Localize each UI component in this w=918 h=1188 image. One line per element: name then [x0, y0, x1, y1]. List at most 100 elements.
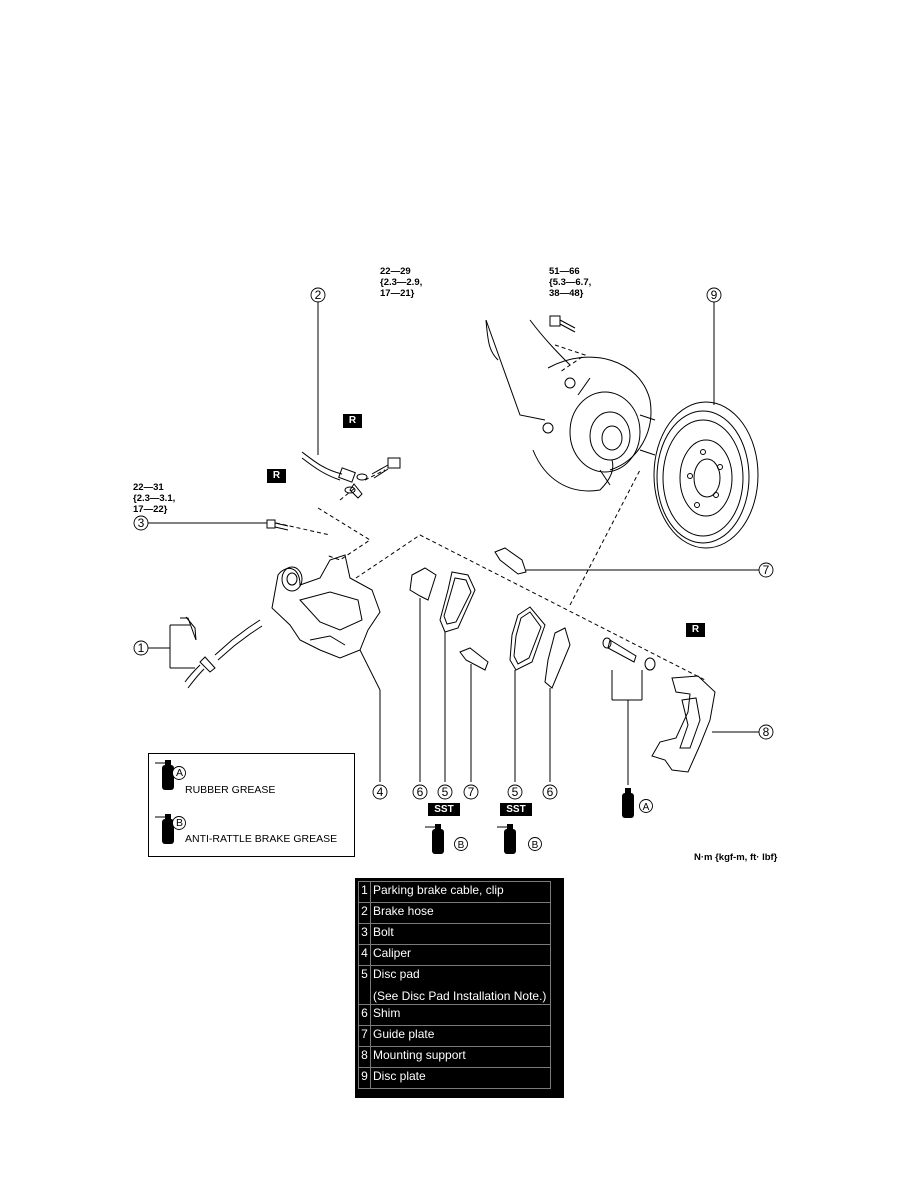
disc-pad-right [509, 606, 546, 782]
callout-4-number: 4 [377, 785, 384, 799]
sst-badge: SST [428, 803, 460, 816]
part-name: Disc plate [373, 1069, 426, 1083]
callout-7-center-number: 7 [468, 785, 475, 799]
callout-8-number: 8 [763, 725, 770, 739]
part-name-cell: Caliper [370, 944, 551, 966]
units-note: N·m {kgf-m, ft· lbf} [694, 852, 778, 863]
disc-pad-left [439, 571, 476, 782]
part-name: Parking brake cable, clip [373, 883, 504, 897]
part-name: Disc pad [373, 967, 420, 981]
callout-7-center-circle [463, 784, 479, 800]
part-number: 9 [358, 1067, 371, 1089]
part-name: Caliper [373, 946, 412, 960]
hub-bolt [549, 315, 576, 333]
callout-8-circle [758, 724, 774, 740]
shim-left [409, 567, 437, 782]
part-note: (See Disc Pad Installation Note.) [373, 989, 547, 1003]
part-number: 8 [358, 1046, 371, 1068]
brake-hose [301, 451, 368, 499]
replace-badge: R [267, 469, 286, 483]
callout-7-upper-circle [758, 562, 774, 578]
mounting-support [651, 675, 760, 773]
part-number: 4 [358, 944, 371, 966]
parking-brake-cable [148, 616, 263, 689]
callout-6-left-number: 6 [417, 785, 424, 799]
grease-can-icon [425, 824, 444, 854]
part-number: 7 [358, 1025, 371, 1047]
torque-spec-hub-bolt: 51—66 {5.3—6.7, 38—48} [549, 266, 592, 299]
replace-badge: R [686, 623, 705, 637]
guide-plate-center [459, 647, 489, 782]
callout-5-left-circle [437, 784, 453, 800]
part-name: Mounting support [373, 1048, 466, 1062]
caliper [271, 554, 381, 782]
legend-b-label: ANTI-RATTLE BRAKE GREASE [185, 833, 338, 845]
hose-bolt [371, 457, 401, 479]
callout-6-right-number: 6 [547, 785, 554, 799]
grease-b-letter: B [532, 840, 539, 851]
grease-can-icon [155, 814, 174, 844]
mounting-bolt [602, 637, 656, 785]
callout-1-number: 1 [138, 641, 145, 655]
grease-b-letter: B [458, 840, 465, 851]
callout-1-circle [133, 640, 149, 656]
callout-2-circle [310, 287, 326, 303]
replace-badge: R [343, 414, 362, 428]
part-name-cell: Disc pad (See Disc Pad Installation Note.… [370, 965, 551, 1005]
legend-a-label: RUBBER GREASE [185, 784, 276, 796]
callout-4-circle [372, 784, 388, 800]
callout-6-left-circle [412, 784, 428, 800]
knuckle-hub-assembly [485, 319, 656, 492]
callout-3-circle [133, 515, 149, 531]
part-name-cell: Parking brake cable, clip [370, 881, 551, 903]
callout-5-right-circle [507, 784, 523, 800]
disc-plate [653, 401, 759, 549]
torque-spec-hose-bolt: 22—29 {2.3—2.9, 17—21} [380, 266, 423, 299]
part-name-cell: Shim [370, 1004, 551, 1026]
callout-5-right-number: 5 [512, 785, 519, 799]
callout-5-left-number: 5 [442, 785, 449, 799]
part-number: 3 [358, 923, 371, 945]
grease-can-icon [622, 788, 634, 818]
shim-right [544, 627, 571, 782]
part-name: Brake hose [373, 904, 434, 918]
guide-plate-upper [494, 547, 760, 575]
grease-can-icon [155, 760, 174, 790]
grease-legend: A RUBBER GREASE B ANTI-RATTLE BRAKE GREA… [148, 753, 355, 857]
grease-can-icon [497, 824, 516, 854]
legend-a-letter: A [176, 767, 184, 779]
callout-3-number: 3 [138, 516, 145, 530]
part-number: 5 [358, 965, 371, 1005]
caliper-bolt [266, 519, 289, 531]
callout-9-circle [706, 287, 722, 303]
callout-2-number: 2 [315, 288, 322, 302]
part-name: Bolt [373, 925, 394, 939]
part-number: 1 [358, 881, 371, 903]
part-name-cell: Guide plate [370, 1025, 551, 1047]
part-name-cell: Disc plate [370, 1067, 551, 1089]
callout-9-number: 9 [711, 288, 718, 302]
part-name-cell: Bolt [370, 923, 551, 945]
part-name-cell: Brake hose [370, 902, 551, 924]
part-name: Shim [373, 1006, 401, 1020]
part-name-cell: Mounting support [370, 1046, 551, 1068]
part-number: 6 [358, 1004, 371, 1026]
callout-7-upper-number: 7 [763, 563, 770, 577]
sst-badge: SST [500, 803, 532, 816]
part-number: 2 [358, 902, 371, 924]
legend-b-letter: B [176, 817, 184, 829]
grease-a-letter: A [643, 802, 650, 813]
callout-6-right-circle [542, 784, 558, 800]
